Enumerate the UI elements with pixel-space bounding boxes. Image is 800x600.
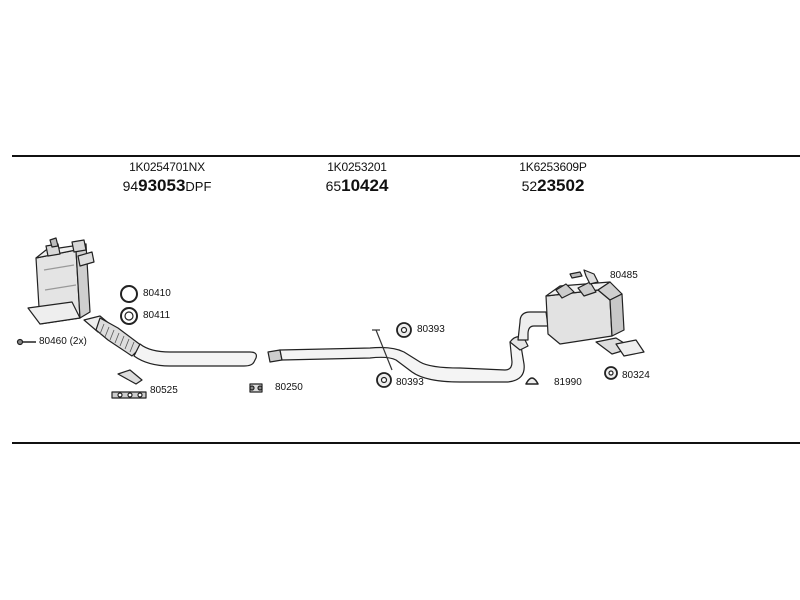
part-label-80525: 80525	[150, 385, 178, 396]
catalog-number: 5223502	[521, 176, 585, 195]
part-label-80324: 80324	[622, 370, 650, 381]
catalog-number: 6510424	[325, 176, 389, 195]
oe-part-number: 1K0253201	[327, 160, 387, 174]
rubber-mount-80393-lower	[376, 372, 392, 388]
catalog-number: 9493053DPF	[122, 176, 212, 195]
bracket-80525	[111, 369, 147, 399]
bottom-divider-line	[12, 442, 800, 444]
hanger-80485	[583, 269, 599, 285]
part-label-80250: 80250	[275, 382, 303, 393]
front-flex-pipe	[83, 315, 257, 367]
part-label-80485: 80485	[610, 270, 638, 281]
top-divider-line	[12, 155, 800, 157]
rubber-mount-80324	[604, 366, 618, 380]
part-label-81990: 81990	[554, 377, 582, 388]
part-label-80393-lower: 80393	[396, 377, 424, 388]
header-rear-muffler: 1K6253609P 5223502	[508, 160, 598, 196]
oe-part-number: 1K0254701NX	[129, 160, 205, 174]
header-middle-pipe: 1K0253201 6510424	[312, 160, 402, 196]
rubber-mount-81990	[525, 377, 539, 385]
dpf-catalytic-converter	[27, 237, 95, 325]
rubber-mount-80393-upper	[396, 322, 412, 338]
clamp-80250	[249, 383, 263, 393]
part-label-80410: 80410	[143, 288, 171, 299]
oe-part-number: 1K6253609P	[519, 160, 587, 174]
gasket-ring-80411	[120, 307, 138, 325]
middle-pipe	[267, 329, 529, 383]
part-label-80393-upper: 80393	[417, 324, 445, 335]
gasket-ring-80410	[120, 285, 138, 303]
part-label-80411: 80411	[143, 310, 171, 321]
header-catalytic-converter: 1K0254701NX 9493053DPF	[112, 160, 222, 196]
part-label-80460: 80460 (2x)	[39, 336, 87, 347]
bolt-80460	[16, 338, 36, 346]
rear-muffler	[517, 271, 645, 357]
